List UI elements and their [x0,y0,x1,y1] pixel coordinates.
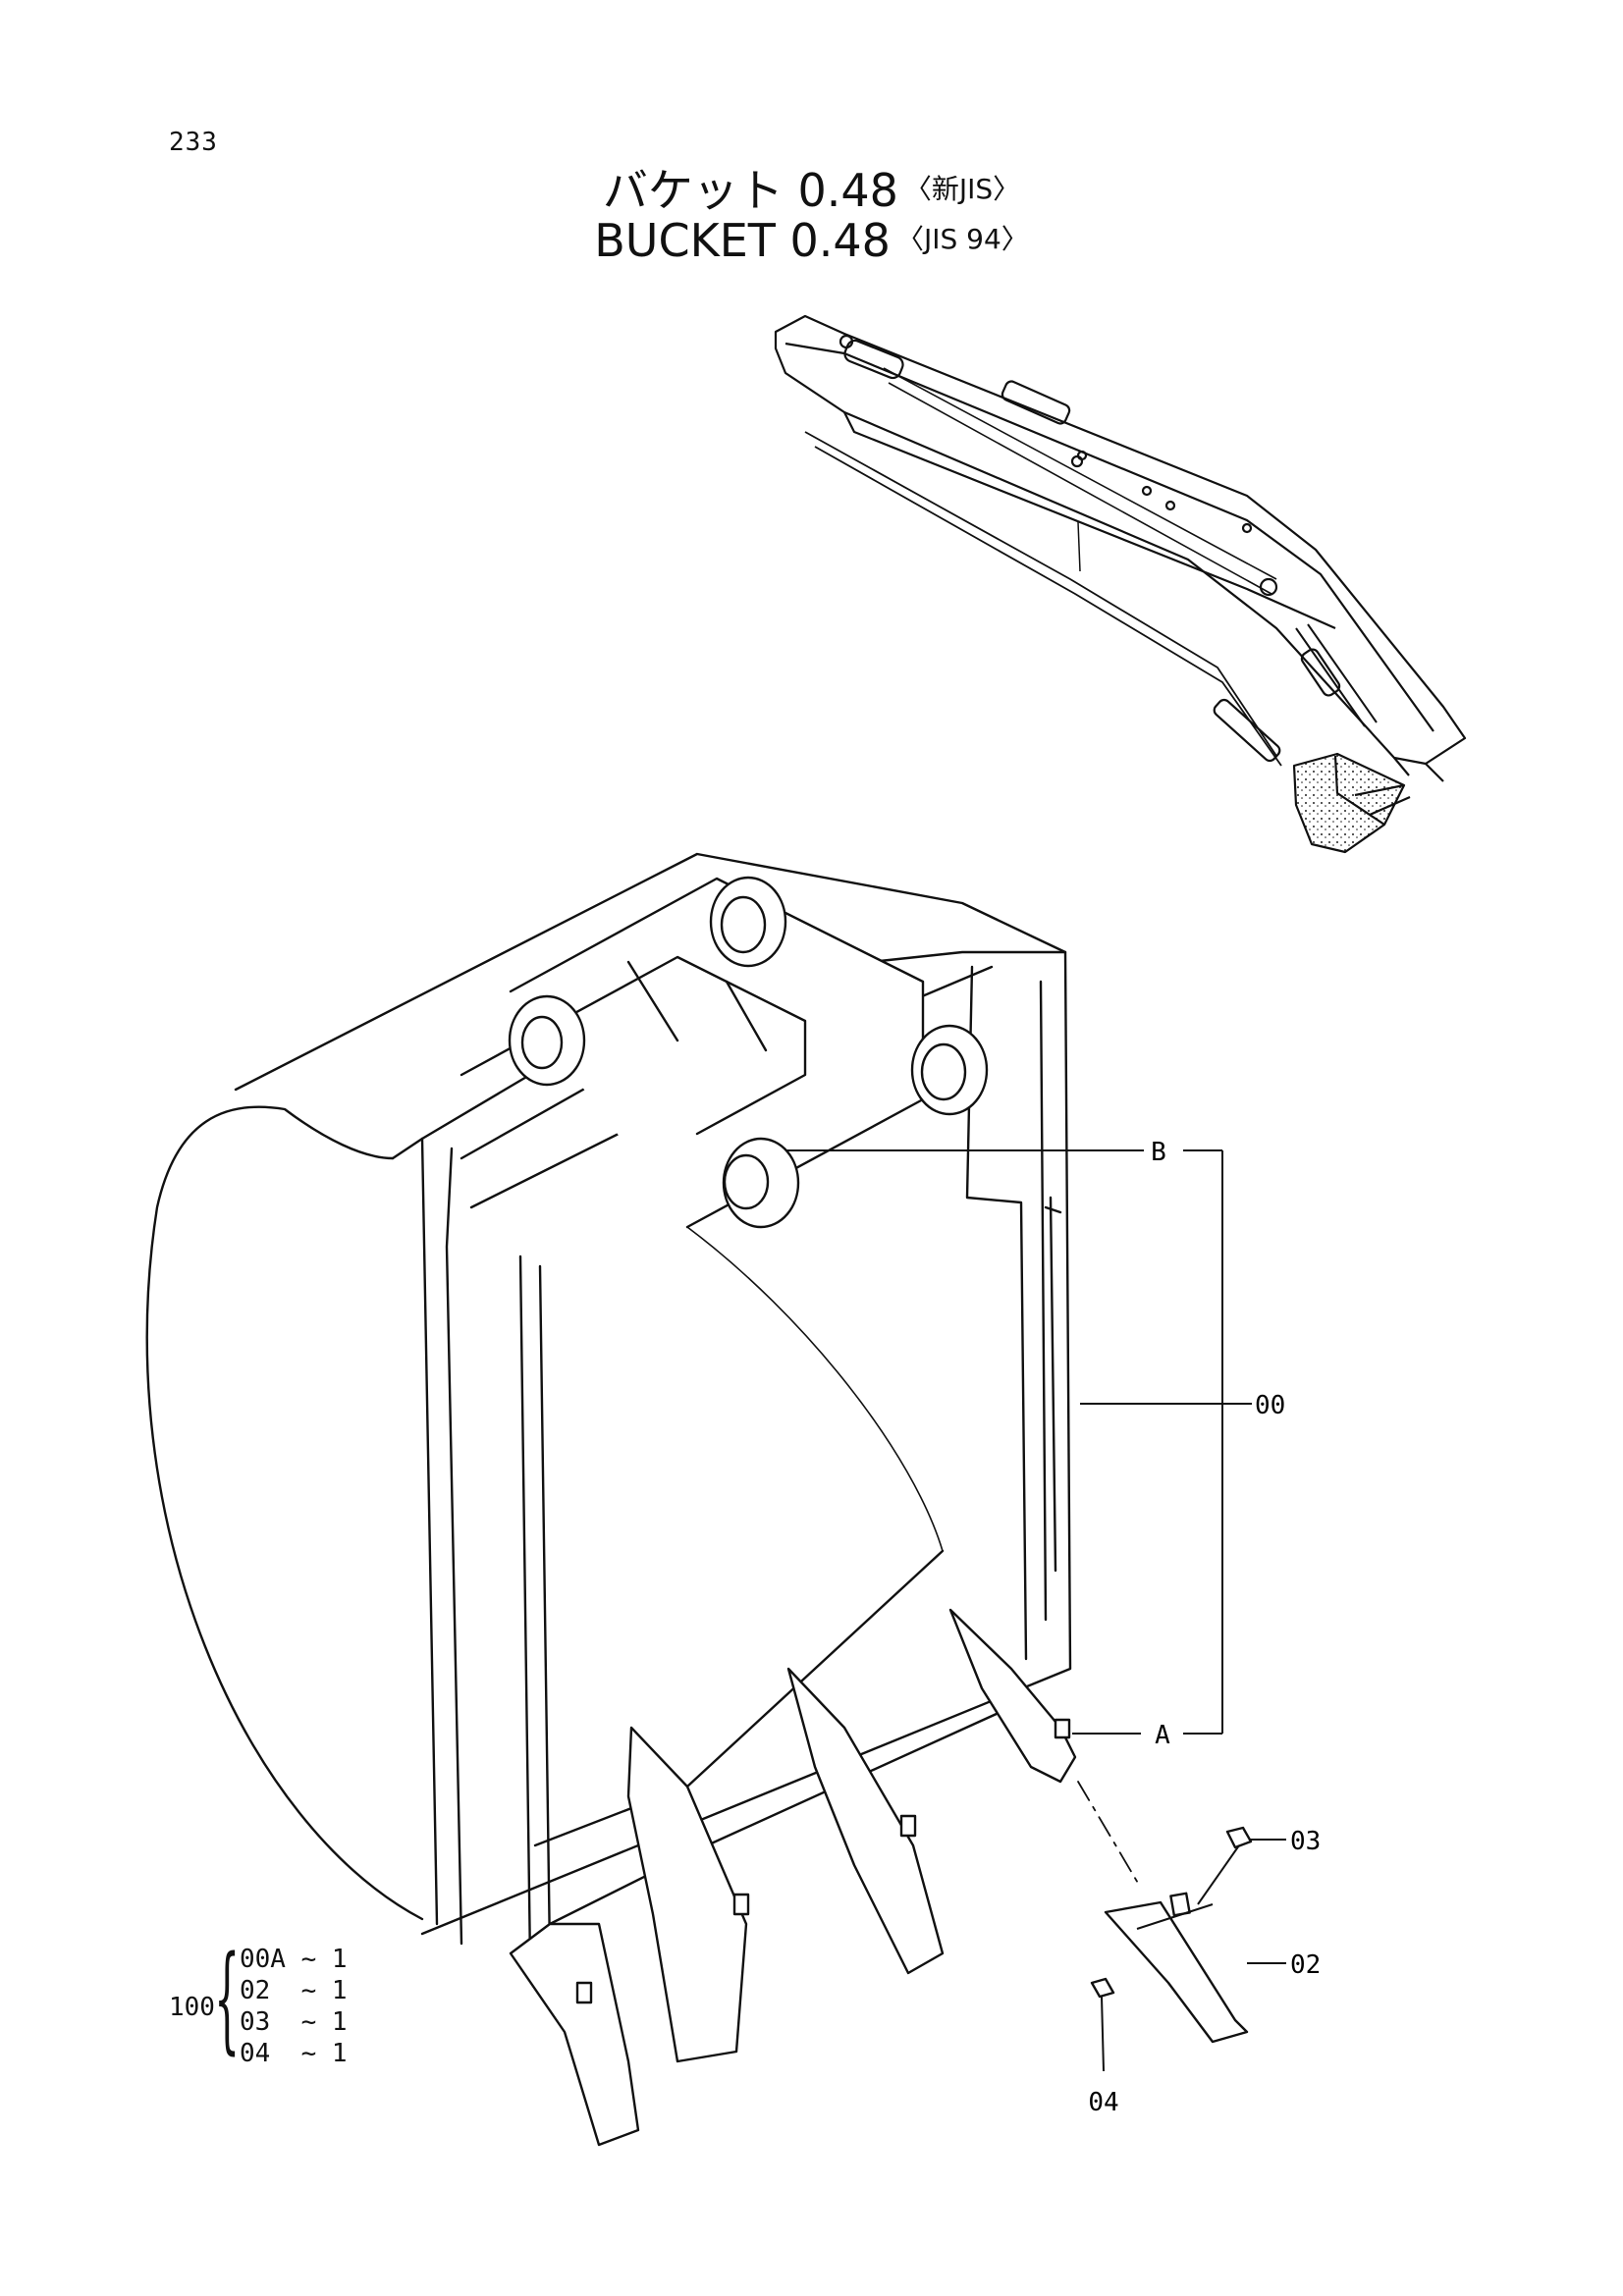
assembly-line: 03 ~ 1 [240,2007,348,2037]
title-en-main: BUCKET 0.48 [594,214,891,267]
excavator-arm-illustration [774,314,1467,854]
page-number: 233 [169,128,218,157]
assembly-line: 00A ~ 1 [240,1945,348,1974]
callout-leaders [785,1149,1286,2072]
bucket-illustration [145,852,1253,2147]
callout-label-main-assembly: 00 [1255,1391,1285,1420]
title-en-standard: 〈JIS 94〉 [895,223,1029,255]
title-japanese: バケット 0.48〈新JIS〉 [0,155,1623,220]
title-jp-main: バケット 0.48 [602,164,898,217]
assembly-number: 100 [169,1993,215,2022]
callout-label-lock: 04 [1088,2088,1118,2117]
callout-label-b: B [1151,1138,1166,1167]
assembly-lines: 00A ~ 1 02 ~ 1 03 ~ 1 04 ~ 1 [240,1944,348,2069]
assembly-line: 02 ~ 1 [240,1976,348,2005]
callout-label-pin: 03 [1290,1827,1321,1856]
callout-label-tooth: 02 [1290,1950,1321,1980]
assembly-line: 04 ~ 1 [240,2039,348,2068]
title-jp-standard: 〈新JIS〉 [903,173,1021,205]
callout-label-a: A [1155,1721,1170,1750]
brace-symbol: { [214,1930,241,2065]
title-english: BUCKET 0.48〈JIS 94〉 [0,214,1623,267]
